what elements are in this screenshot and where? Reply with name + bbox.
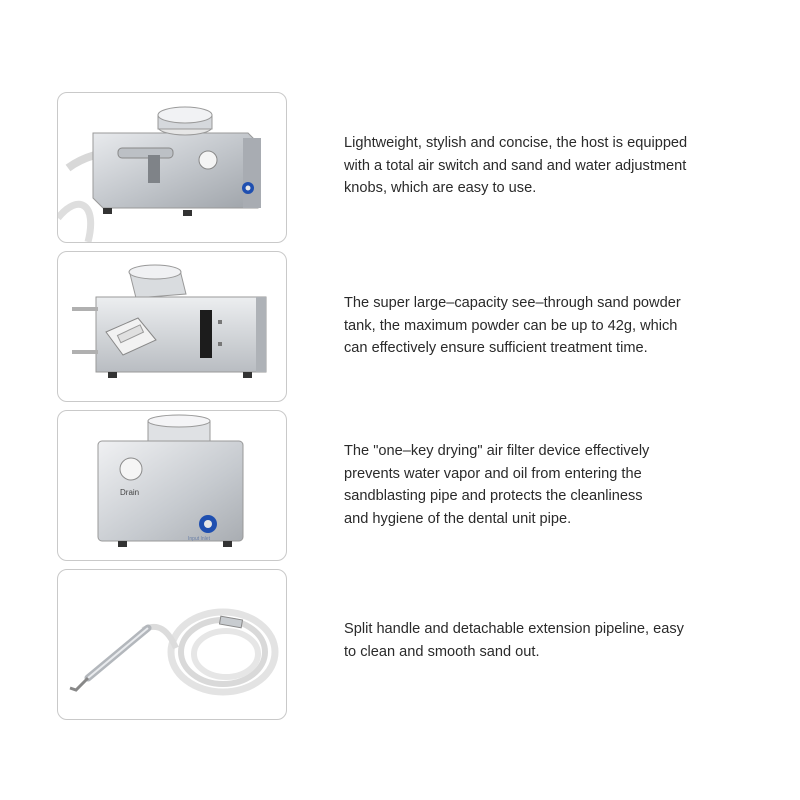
inlet-label: Input Inlet xyxy=(188,536,211,542)
description-line: sandblasting pipe and protects the clean… xyxy=(344,488,643,504)
feature-description-3: The "one–key drying" air filter device e… xyxy=(344,440,744,530)
drain-label: Drain xyxy=(120,488,139,497)
feature-image-4 xyxy=(57,569,287,720)
feature-description-2: The super large–capacity see–through san… xyxy=(344,292,744,360)
feature-image-3: Drain Input Inlet xyxy=(57,410,287,561)
description-line: to clean and smooth sand out. xyxy=(344,643,540,660)
description-line: tank, the maximum powder can be up to 42… xyxy=(344,317,678,334)
description-line: The super large–capacity see–through san… xyxy=(344,295,681,311)
description-line: Split handle and detachable extension pi… xyxy=(344,621,684,637)
description-line: knobs, which are easy to use. xyxy=(344,180,537,196)
description-line: and hygiene of the dental unit pipe. xyxy=(344,510,572,527)
description-line: with a total air switch and sand and wat… xyxy=(344,157,687,174)
handpiece-hose-illustration xyxy=(69,608,279,696)
feature-image-2 xyxy=(57,251,287,402)
feature-description-1: Lightweight, stylish and concise, the ho… xyxy=(344,132,744,200)
description-line: The "one–key drying" air filter device e… xyxy=(344,443,650,459)
sandblaster-side-illustration xyxy=(72,264,267,378)
description-line: Lightweight, stylish and concise, the ho… xyxy=(344,135,688,151)
feature-image-1 xyxy=(57,92,287,243)
sandblaster-front-illustration xyxy=(58,106,261,242)
sandblaster-back-illustration: Drain Input Inlet xyxy=(97,414,244,547)
feature-description-4: Split handle and detachable extension pi… xyxy=(344,618,744,663)
description-line: prevents water vapor and oil from enteri… xyxy=(344,465,642,482)
description-line: can effectively ensure sufficient treatm… xyxy=(344,340,648,356)
